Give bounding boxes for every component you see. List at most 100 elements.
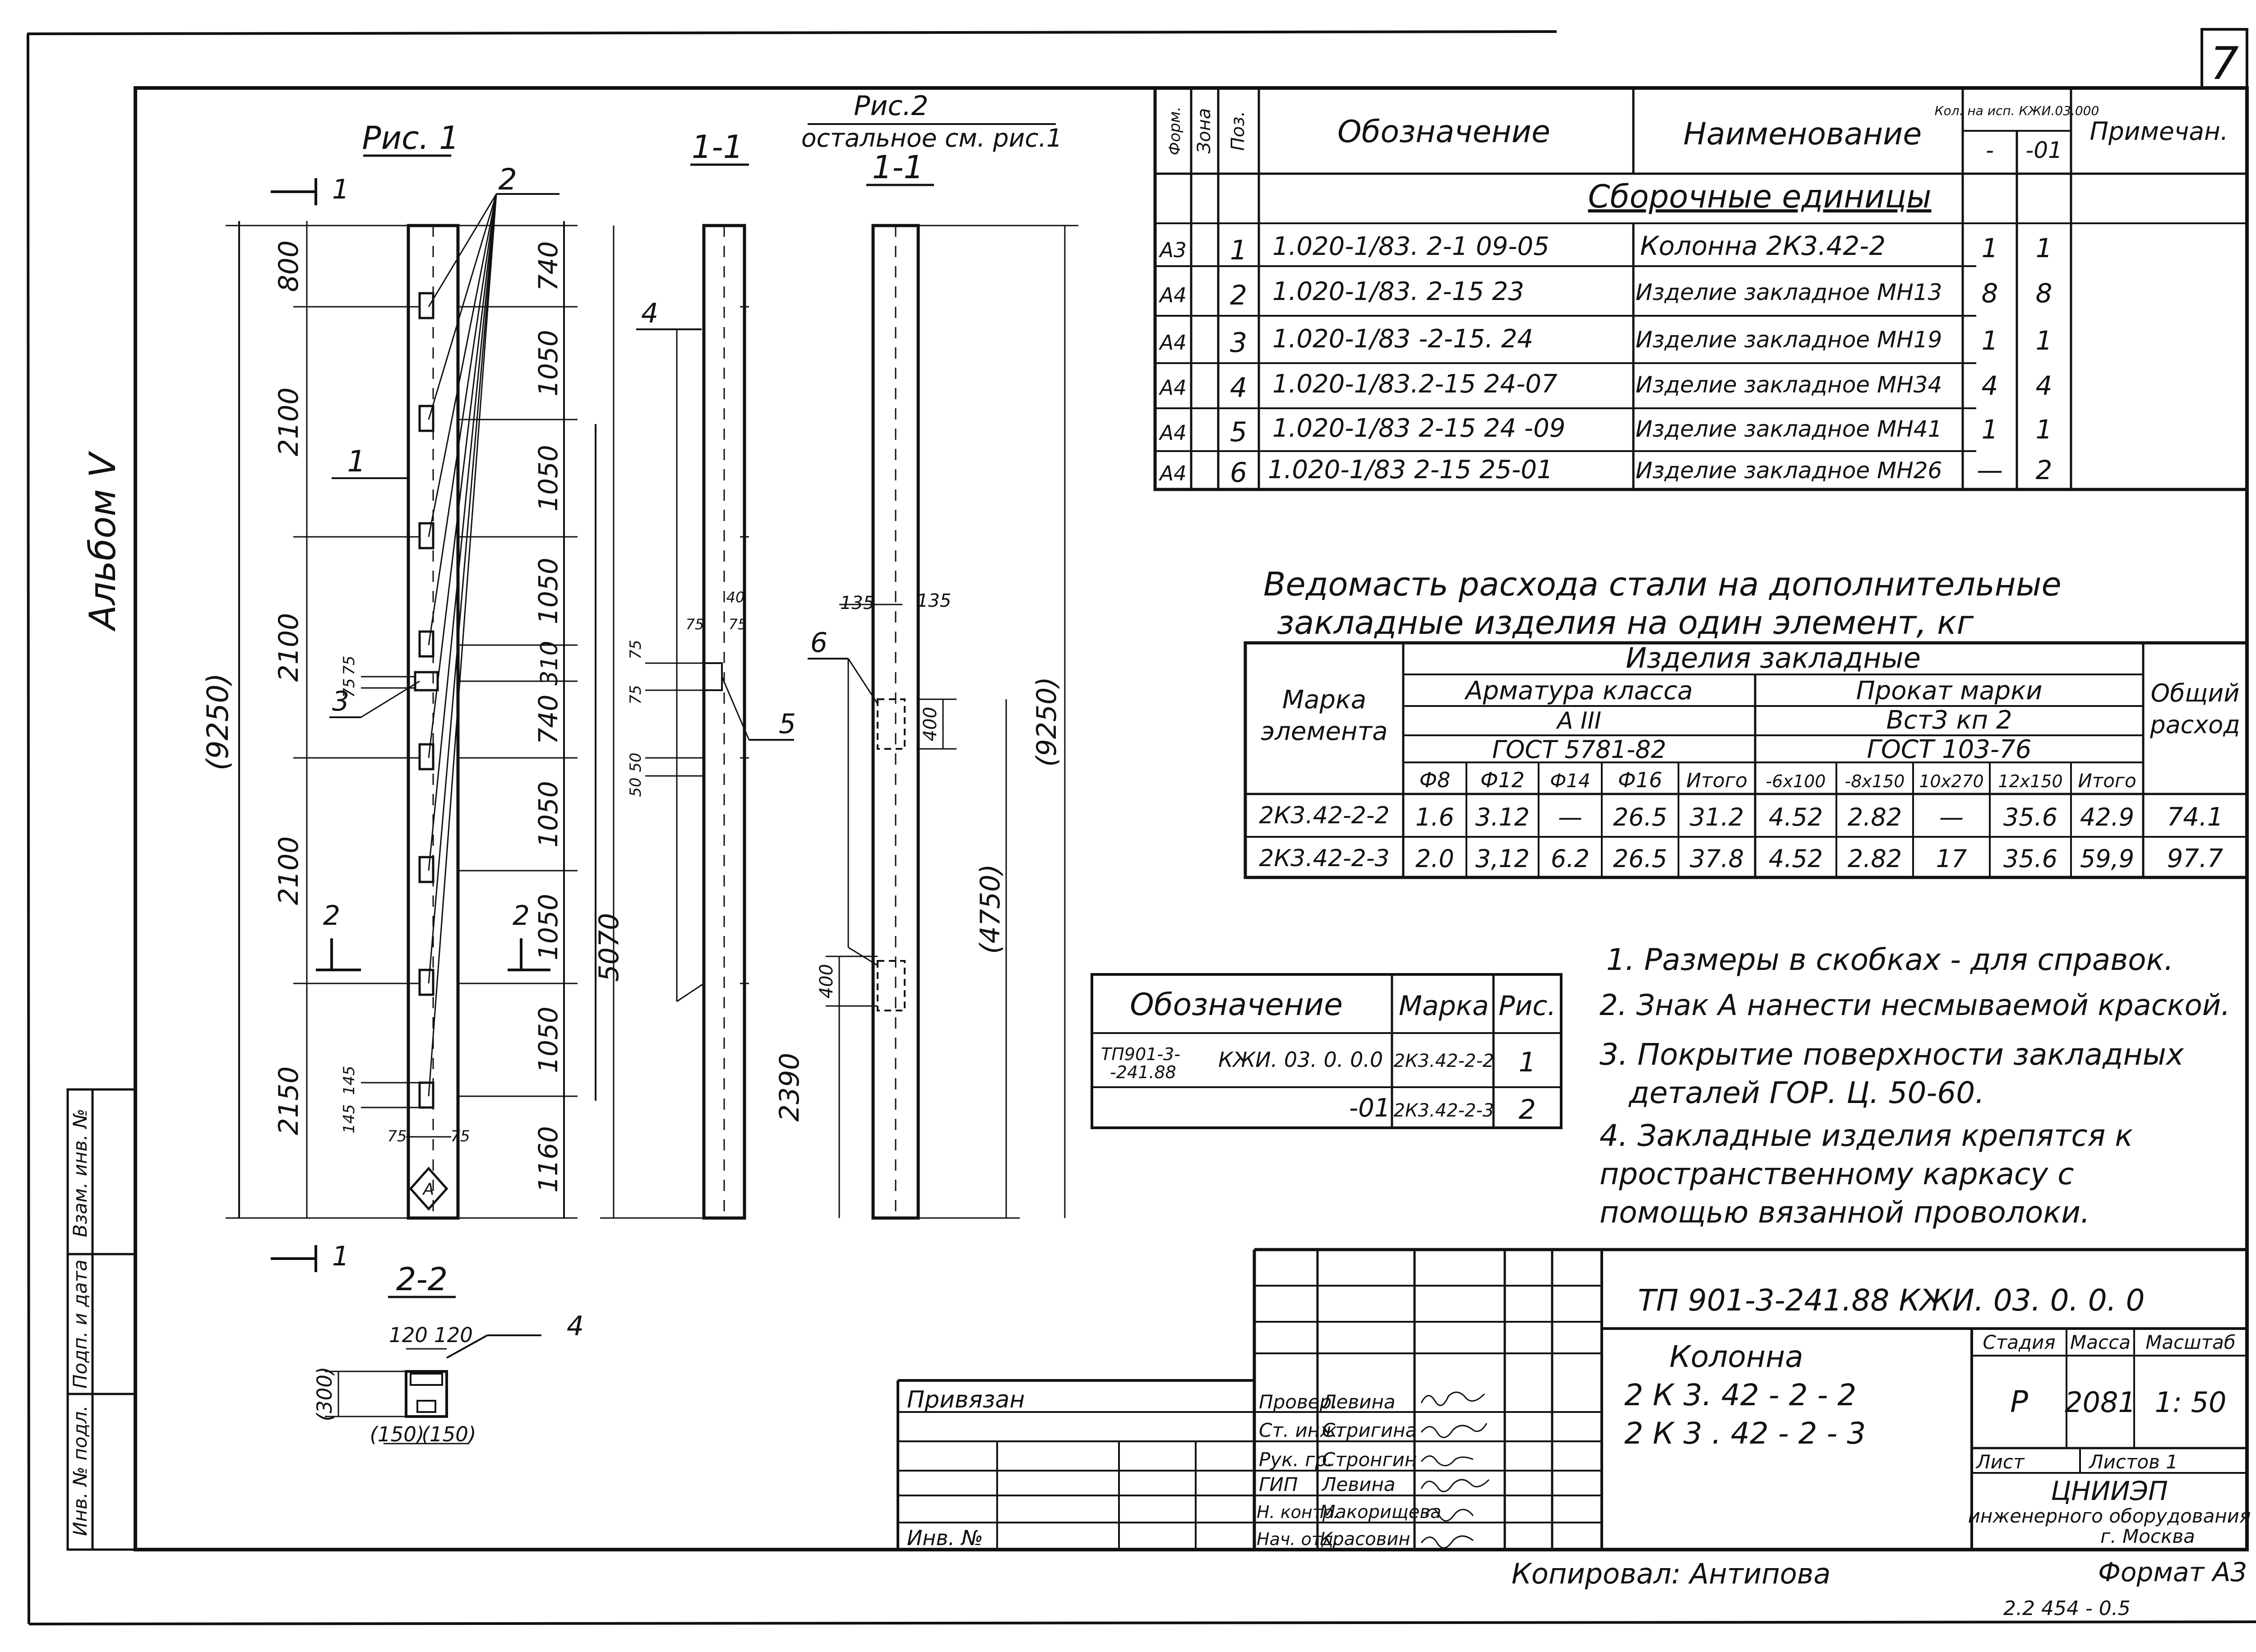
spec-row1-name: Колонна 2К3.42-2 <box>1640 231 1886 261</box>
section-22-title: 2-2 <box>396 1261 448 1298</box>
steel-row2-v8: 35.6 <box>2003 844 2057 873</box>
spec-row1-designation: 1.020-1/83. 2-1 09-05 <box>1272 232 1549 261</box>
spec-row5-q1: 1 <box>1982 414 1998 445</box>
spec-row2-q2: 8 <box>2036 278 2053 309</box>
spec-h-qty-a: - <box>1986 137 1994 163</box>
section-11-title-b: 1-1 <box>872 149 924 186</box>
steel-h-class: А III <box>1556 707 1601 734</box>
steel-row1-v0: 1.6 <box>1415 803 1454 831</box>
spec-row4-format: А4 <box>1158 376 1186 400</box>
tb-scale: 1: 50 <box>2155 1386 2227 1419</box>
spec-row6-designation: 1.020-1/83 2-15 25-01 <box>1268 455 1553 485</box>
dim-left-2150: 2150 <box>273 1066 305 1135</box>
dim-fig2-400b: 400 <box>816 964 837 998</box>
dim-fig2-9250: (9250) <box>1031 677 1063 767</box>
dim-small-75d: 75 <box>450 1127 470 1145</box>
tb-bound: Привязан <box>907 1386 1025 1413</box>
marking-row1-fig: 1 <box>1519 1047 1536 1078</box>
dim-right-1050-f: 1050 <box>533 1006 564 1073</box>
steel-col-9: Итого <box>2078 770 2136 792</box>
tb-role-5: Н. контр. <box>1257 1502 1339 1522</box>
callout-1: 1 <box>347 445 365 479</box>
marking-h-mark: Марка <box>1399 990 1489 1022</box>
spec-row: А4 4 1.020-1/83.2-15 24-07 Изделие закла… <box>1158 369 2052 404</box>
tb-role-4: ГИП <box>1259 1473 1298 1495</box>
dim-fig2-135a: 135 <box>840 593 874 614</box>
callout-6: 6 <box>810 627 828 659</box>
steel-row1-v1: 3.12 <box>1475 803 1530 831</box>
steel-h-total-2: расход <box>2150 711 2240 739</box>
callout-2: 2 <box>498 163 517 197</box>
spec-row: А4 5 1.020-1/83 2-15 24 -09 Изделие закл… <box>1158 414 2052 448</box>
dim-s22-300: (300) <box>313 1366 337 1421</box>
spec-row: А4 6 1.020-1/83 2-15 25-01 Изделие закла… <box>1158 455 2052 489</box>
spec-row4-q1: 4 <box>1982 370 1998 401</box>
side-stamp-column <box>66 1088 137 1551</box>
dim-fig2-135b: 135 <box>917 591 951 611</box>
dim-right-740-a: 740 <box>533 241 564 291</box>
dim-small-145b: 145 <box>340 1104 358 1134</box>
cut-mark-top: 1 <box>332 174 349 205</box>
note-3b: деталей ГОР. Ц. 50-60. <box>1628 1075 1984 1110</box>
dim-fig2-400a: 400 <box>920 707 941 741</box>
callout-3: 3 <box>332 686 349 717</box>
dim-right-1050-a: 1050 <box>533 330 564 397</box>
steel-col-2: Ф14 <box>1550 770 1590 792</box>
spec-row5-pos: 5 <box>1230 416 1247 448</box>
cut-mark-2-right: 2 <box>513 900 530 932</box>
dim-s11-75a: 75 <box>627 640 645 659</box>
spec-row1-q2: 1 <box>2036 233 2053 263</box>
steel-col-7: 10х270 <box>1919 771 1983 791</box>
spec-row2-pos: 2 <box>1230 280 1247 311</box>
steel-row2-v0: 2.0 <box>1415 844 1454 873</box>
dim-small-75b: 75 <box>340 678 358 697</box>
steel-row2-v2: 6.2 <box>1551 844 1590 873</box>
marking-row1-mark: 2К3.42-2-2 <box>1394 1051 1494 1071</box>
steel-row2-total: 97.7 <box>2167 844 2224 873</box>
spec-row3-pos: 3 <box>1230 327 1247 359</box>
spec-section-title: Сборочные единицы <box>1588 178 1932 215</box>
tb-sheets-header: Листов 1 <box>2088 1451 2178 1473</box>
dim-right-1050-d: 1050 <box>533 781 564 848</box>
cut-mark-2-left: 2 <box>323 900 340 932</box>
steel-h-prokat: Прокат марки <box>1856 676 2043 706</box>
marking-table <box>1091 973 1563 1129</box>
spec-h-format: Форм. <box>1166 106 1184 155</box>
marking-row2-mark: 2К3.42-2-3 <box>1394 1100 1494 1121</box>
tb-stage: Р <box>2010 1384 2028 1419</box>
spec-row4-q2: 4 <box>2036 370 2053 401</box>
marking-doc-code: КЖИ. 03. 0. 0.0 <box>1218 1047 1383 1072</box>
steel-h-items: Изделия закладные <box>1626 641 1921 674</box>
spec-row: А4 2 1.020-1/83. 2-15 23 Изделие закладн… <box>1158 277 2052 311</box>
fig1-title: Рис. 1 <box>362 120 459 157</box>
steel-row1-v5: 4.52 <box>1769 803 1823 831</box>
steel-col-6: -8х150 <box>1845 771 1905 791</box>
note-2: 2. Знак А нанести несмываемой краской. <box>1600 989 2230 1022</box>
spec-row3-designation: 1.020-1/83 -2-15. 24 <box>1272 324 1533 354</box>
steel-col-3: Ф16 <box>1618 768 1662 792</box>
steel-row1-total: 74.1 <box>2167 803 2224 832</box>
tb-role-3: Рук. гр. <box>1259 1449 1333 1471</box>
dim-left-total: (9250) <box>201 673 235 771</box>
stamp-original-inv: Инв. № подл. <box>69 1405 91 1536</box>
sheet-number: 7 <box>2210 37 2239 90</box>
spec-row5-q2: 1 <box>2036 414 2053 445</box>
callout-5: 5 <box>779 708 796 740</box>
note-3: 3. Покрытие поверхности закладных <box>1600 1037 2184 1072</box>
dim-right-310: 310 <box>536 641 563 685</box>
spec-row3-q2: 1 <box>2036 325 2053 356</box>
steel-col-0: Ф8 <box>1419 768 1451 792</box>
steel-col-1: Ф12 <box>1480 768 1525 792</box>
dim-right-1050-c: 1050 <box>533 558 564 624</box>
spec-row5-name: Изделие закладное МН41 <box>1636 416 1942 442</box>
spec-h-qty: Кол. на исп. КЖИ.03.000 <box>1935 103 2099 118</box>
tb-scale-header: Масштаб <box>2145 1331 2236 1353</box>
steel-row2-mark: 2К3.42-2-3 <box>1259 845 1389 872</box>
section-1-1-fig1: 1-1 4 5 <box>600 129 796 1220</box>
tb-org-1: ЦНИИЭП <box>2051 1476 2168 1506</box>
dim-s11-50a: 50 <box>627 752 645 772</box>
spec-row4-name: Изделие закладное МН34 <box>1636 372 1942 398</box>
dim-right-740-b: 740 <box>533 695 564 745</box>
album-label: Альбом V <box>82 451 124 632</box>
tb-name-1: Левина <box>1321 1391 1396 1413</box>
